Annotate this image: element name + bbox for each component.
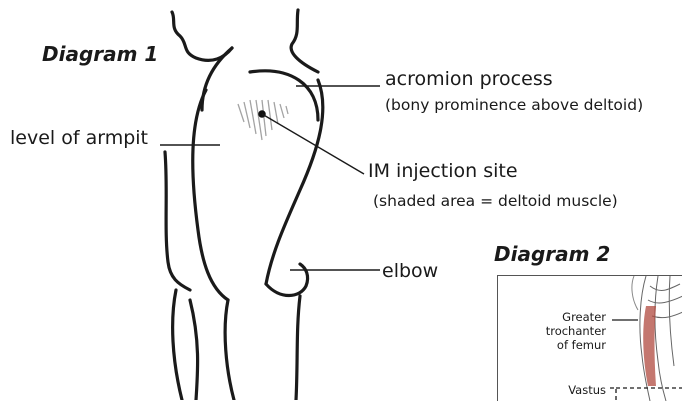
shoulder-top-outline — [202, 48, 232, 110]
trochanter-label-2: trochanter — [546, 324, 606, 338]
acromion-note: (bony prominence above deltoid) — [385, 96, 643, 114]
armpit-label: level of armpit — [10, 127, 148, 149]
trochanter-label-3: of femur — [557, 338, 606, 352]
injection-leader — [262, 114, 364, 174]
vastus-bracket — [610, 388, 616, 401]
neck-back-outline — [291, 10, 318, 72]
diagram1-title: Diagram 1 — [42, 42, 158, 66]
vastus-muscle — [643, 306, 656, 386]
deltoid-shading — [238, 100, 288, 140]
diagram2-inset: Greater trochanter of femur Vastus — [497, 275, 682, 401]
acromion-label: acromion process — [385, 68, 553, 90]
trochanter-label-1: Greater — [562, 310, 606, 324]
diagram2-title: Diagram 2 — [494, 242, 610, 266]
upper-arm-inner — [266, 80, 323, 284]
elbow-outline — [266, 264, 308, 296]
forearm-outline — [296, 296, 300, 400]
torso-front — [165, 152, 190, 290]
hip-outline — [173, 290, 182, 400]
hip-outline-2 — [225, 300, 234, 400]
neck-outline — [172, 12, 232, 60]
back-outline — [190, 300, 198, 400]
vastus-label: Vastus — [568, 383, 606, 397]
injection-label: IM injection site — [368, 160, 518, 182]
injection-note: (shaded area = deltoid muscle) — [373, 192, 618, 210]
upper-arm-outer — [193, 90, 228, 300]
elbow-label: elbow — [382, 260, 438, 282]
